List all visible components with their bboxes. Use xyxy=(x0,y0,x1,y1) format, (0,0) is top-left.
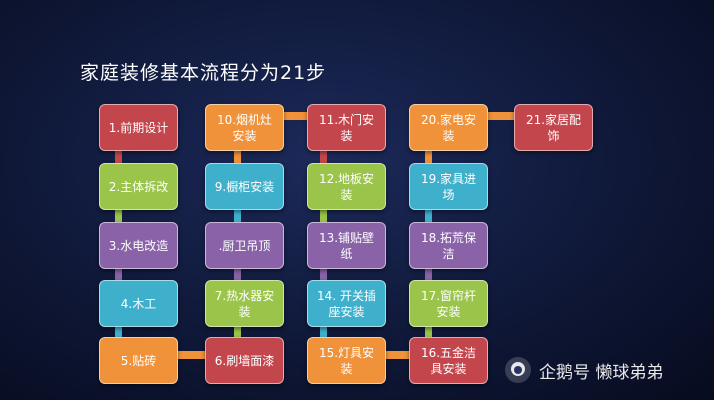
connector xyxy=(234,147,241,163)
page-title: 家庭装修基本流程分为21步 xyxy=(80,62,327,84)
step-5-box: 5.贴砖 xyxy=(99,337,178,384)
step-9-box: 9.橱柜安装 xyxy=(205,163,284,210)
step-20-box: 20.家电安装 xyxy=(409,104,488,151)
connector xyxy=(283,112,307,120)
step-16-box: 16.五金洁具安装 xyxy=(409,337,488,384)
step-4-box: 4.木工 xyxy=(99,280,178,327)
step-12-box: 12.地板安装 xyxy=(307,163,386,210)
step-13-box: 13.铺贴壁纸 xyxy=(307,222,386,269)
connector xyxy=(115,325,122,337)
step-6-box: 6.刷墙面漆 xyxy=(205,337,284,384)
connector xyxy=(115,147,122,163)
connector xyxy=(425,267,432,280)
connector xyxy=(320,267,327,280)
step-14-box: 14. 开关插座安装 xyxy=(307,280,386,327)
step-17-box: 17.窗帘杆安装 xyxy=(409,280,488,327)
step-15-box: 15.灯具安装 xyxy=(307,337,386,384)
connector xyxy=(425,325,432,337)
connector xyxy=(115,208,122,222)
step-11-box: 11.木门安装 xyxy=(307,104,386,151)
connector xyxy=(234,325,241,337)
connector xyxy=(425,208,432,222)
connector xyxy=(425,147,432,163)
connector xyxy=(178,351,205,359)
step-19-box: 19.家具进场 xyxy=(409,163,488,210)
connector xyxy=(320,208,327,222)
step-8-box: .厨卫吊顶 xyxy=(205,222,284,269)
connector xyxy=(385,351,410,359)
connector xyxy=(234,267,241,280)
step-7-box: 7.热水器安装 xyxy=(205,280,284,327)
step-1-box: 1.前期设计 xyxy=(99,104,178,151)
step-10-box: 10.烟机灶安装 xyxy=(205,104,284,151)
step-21-box: 21.家居配饰 xyxy=(514,104,593,151)
watermark-text: 企鹅号 懒球弟弟 xyxy=(539,362,664,383)
connector xyxy=(115,267,122,280)
penguin-logo-icon xyxy=(505,357,531,383)
connector xyxy=(320,325,327,337)
step-18-box: 18.拓荒保洁 xyxy=(409,222,488,269)
connector xyxy=(486,112,515,120)
step-3-box: 3.水电改造 xyxy=(99,222,178,269)
watermark: 企鹅号 懒球弟弟 xyxy=(505,357,663,383)
connector xyxy=(234,208,241,222)
connector xyxy=(320,147,327,163)
step-2-box: 2.主体拆改 xyxy=(99,163,178,210)
